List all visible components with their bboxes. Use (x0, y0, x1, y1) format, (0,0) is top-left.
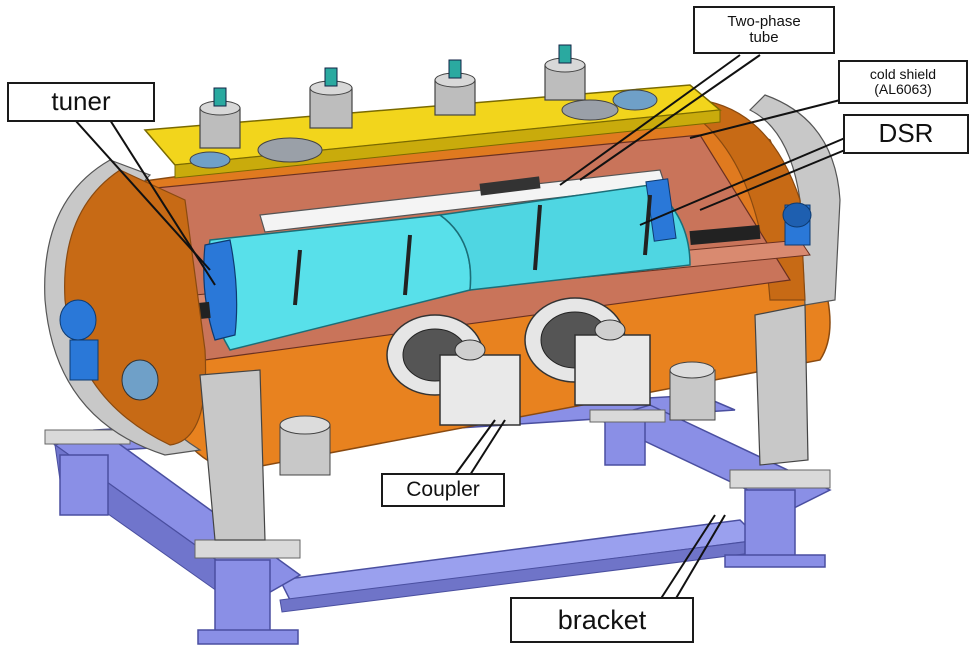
label-cold-shield: cold shield (AL6063) (838, 60, 968, 104)
label-bracket-text: bracket (557, 604, 647, 635)
top-port (309, 67, 353, 129)
label-bracket: bracket (510, 597, 694, 643)
left-end (44, 159, 207, 456)
label-coupler-text: Coupler (406, 477, 480, 501)
leader-tuner-2 (74, 119, 211, 271)
leader-bracket-1 (659, 514, 716, 601)
supports (199, 304, 809, 541)
label-two-phase-tube-line1: Two-phase (727, 13, 801, 31)
couplers (386, 297, 651, 426)
top-port (544, 44, 586, 101)
label-dsr: DSR (843, 114, 969, 154)
label-tuner: tuner (7, 82, 155, 122)
top-port (199, 87, 241, 149)
label-tuner-text: tuner (51, 86, 111, 117)
cavities (149, 178, 761, 351)
leader-dsr-2 (699, 149, 846, 211)
label-two-phase-tube-line2: tube (749, 29, 779, 46)
label-coupler: Coupler (381, 473, 505, 507)
leader-bracket-2 (674, 514, 726, 601)
leader-two-phase-2 (579, 54, 761, 181)
leader-dsr-1 (639, 137, 846, 226)
leader-coupler-1 (454, 419, 496, 476)
label-two-phase-tube: Two-phase tube (693, 6, 835, 54)
bracket-frame (44, 394, 832, 645)
top-ports (189, 44, 658, 169)
label-cold-shield-line1: cold shield (869, 66, 937, 83)
label-dsr-text: DSR (878, 118, 934, 149)
right-end-component (782, 202, 812, 246)
leader-coupler-2 (469, 419, 506, 476)
label-cold-shield-line2: (AL6063) (874, 81, 932, 97)
leader-two-phase-1 (559, 54, 741, 186)
leader-cold-shield (689, 94, 861, 139)
leader-lines (74, 54, 861, 601)
top-port (434, 59, 476, 116)
